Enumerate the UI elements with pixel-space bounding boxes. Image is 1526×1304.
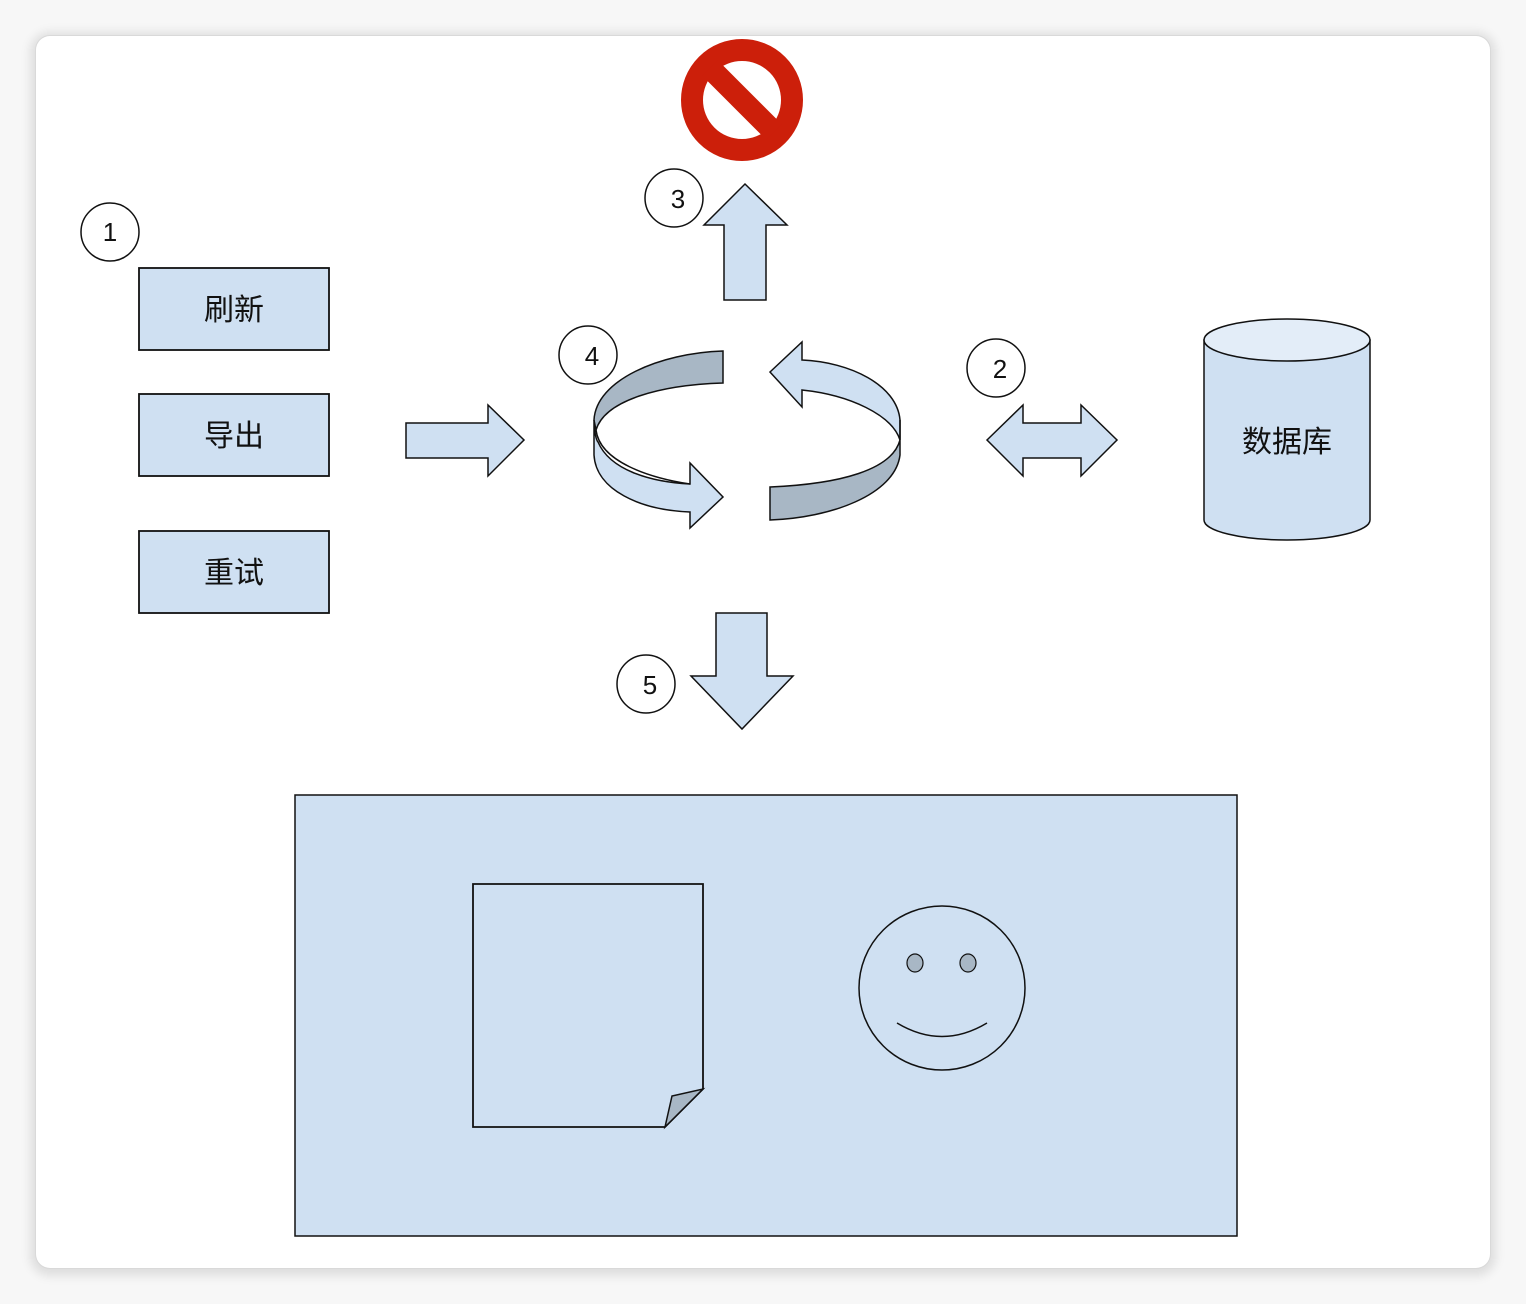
document-icon <box>472 883 706 1130</box>
step-marker-2-label: 2 <box>993 354 1007 384</box>
no-entry-icon <box>681 39 803 161</box>
database-icon: 数据库 <box>1203 318 1371 541</box>
step-marker-1: 1 <box>80 202 140 262</box>
step-marker-3-label: 3 <box>671 184 685 214</box>
step-marker-4: 4 <box>558 325 618 385</box>
down-arrow-icon <box>689 612 795 731</box>
export-button-label: 导出 <box>204 419 264 454</box>
retry-button[interactable]: 重试 <box>138 530 330 614</box>
refresh-button[interactable]: 刷新 <box>138 267 330 351</box>
step-marker-4-label: 4 <box>585 341 599 371</box>
refresh-button-label: 刷新 <box>204 293 264 328</box>
double-arrow-icon <box>985 403 1119 478</box>
step-marker-5: 5 <box>616 654 676 714</box>
smiley-face-icon <box>858 905 1026 1071</box>
step-marker-2: 2 <box>966 338 1026 398</box>
step-marker-5-label: 5 <box>643 670 657 700</box>
output-panel <box>294 794 1238 1237</box>
cycle-arrows-icon <box>593 340 901 530</box>
step-marker-3: 3 <box>644 168 704 228</box>
retry-button-label: 重试 <box>204 556 264 591</box>
up-arrow-icon <box>702 182 789 301</box>
database-label: 数据库 <box>1242 425 1332 460</box>
right-arrow-icon <box>405 403 526 478</box>
step-marker-1-label: 1 <box>103 217 117 247</box>
export-button[interactable]: 导出 <box>138 393 330 477</box>
